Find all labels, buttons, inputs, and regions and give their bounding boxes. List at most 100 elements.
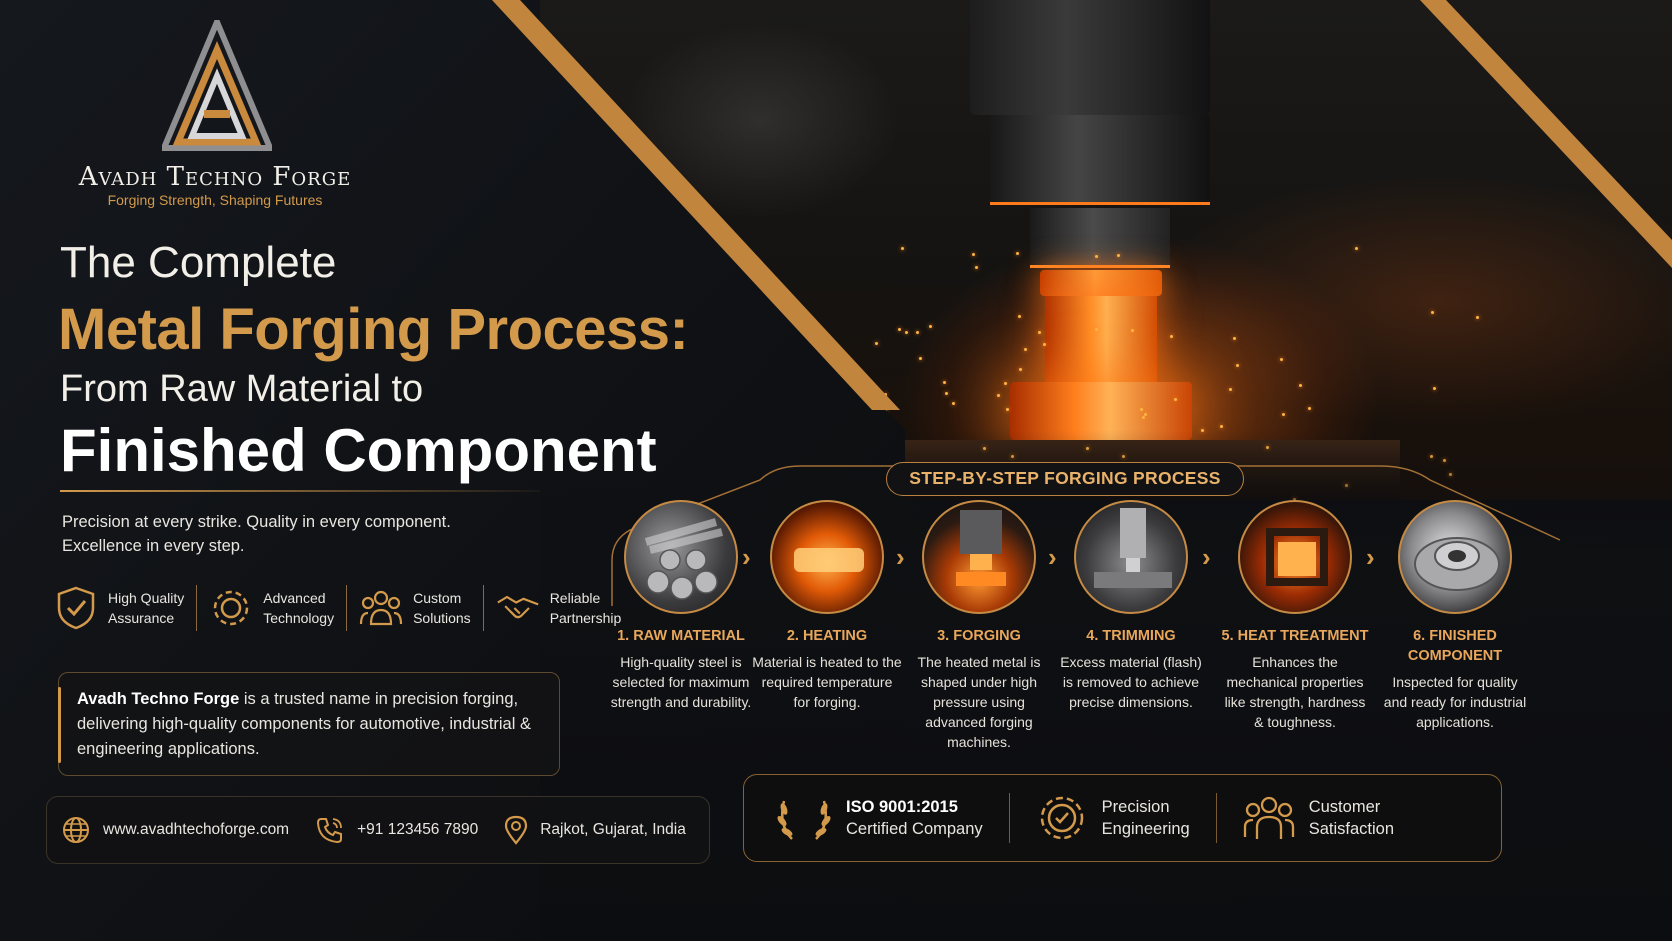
hot-metal-top	[1040, 270, 1162, 296]
spark-dot	[898, 327, 902, 331]
headline-divider	[60, 490, 540, 492]
feature-custom-line-2: Solutions	[413, 610, 471, 626]
chevron-right-icon: ›	[1048, 542, 1057, 572]
headline-line-4: Finished Component	[60, 417, 657, 484]
spark-dot	[741, 422, 745, 426]
spark-dot	[1220, 425, 1224, 429]
step-2-title: 2. HEATING	[786, 628, 868, 644]
contact-website-text: www.avadhtechoforge.com	[103, 821, 290, 838]
brand-tagline: Forging Strength, Shaping Futures	[107, 192, 323, 208]
subtitle: Precision at every strike. Quality in ev…	[62, 510, 542, 558]
spark-dot	[1443, 459, 1447, 463]
shield-check-icon	[54, 586, 98, 630]
feature-partnership-line-2: Partnership	[549, 610, 622, 626]
forge-press-image	[540, 0, 1672, 500]
spark-dot	[918, 356, 922, 360]
contact-phone[interactable]: +91 123456 7890	[315, 815, 478, 845]
step-3-title: 3. FORGING	[937, 628, 1021, 644]
spark-dot	[1449, 473, 1453, 477]
chevron-right-icon: ›	[1202, 542, 1211, 572]
spark-dot	[1430, 310, 1434, 314]
step-6-desc: Inspected for quality and ready for indu…	[1383, 674, 1527, 730]
spark-dot	[1016, 252, 1020, 256]
cert-iso-line-2: Certified Company	[846, 820, 983, 838]
spark-dot	[1355, 246, 1359, 250]
feature-quality-line-2: Assurance	[108, 610, 175, 626]
hot-metal-base	[1010, 382, 1192, 440]
spark-dot	[982, 446, 986, 450]
step-5-desc: Enhances the mechanical properties like …	[1224, 654, 1366, 730]
spark-dot	[1094, 328, 1098, 332]
spark-dot	[1280, 357, 1284, 361]
laurel-icon	[777, 800, 831, 840]
globe-icon	[63, 817, 89, 843]
spark-dot	[1233, 337, 1237, 341]
spark-dot	[905, 330, 909, 334]
team-icon	[359, 586, 403, 630]
team-icon	[1243, 796, 1294, 839]
spark-dot	[832, 386, 836, 390]
contact-location[interactable]: Rajkot, Gujarat, India	[504, 815, 686, 845]
press-ram-middle	[990, 115, 1210, 205]
spark-dot	[1433, 387, 1437, 391]
handshake-icon	[496, 586, 540, 630]
heating-image	[770, 500, 884, 614]
spark-dot	[872, 419, 876, 423]
cert-customer-line-1: Customer	[1308, 798, 1381, 816]
spark-dot	[1344, 483, 1348, 487]
step-raw-material: 1. RAW MATERIAL High-quality steel is se…	[606, 500, 756, 712]
spark-dot	[975, 266, 979, 270]
chevron-right-icon: ›	[896, 542, 905, 572]
spark-dot	[942, 380, 946, 384]
spark-dot	[1170, 335, 1174, 339]
chevron-right-icon: ›	[742, 542, 751, 572]
feature-quality-line-1: High Quality	[108, 590, 185, 606]
spark-dot	[901, 246, 905, 250]
spark-dot	[944, 392, 948, 396]
headline-line-2: Metal Forging Process:	[58, 297, 689, 362]
spark-dot	[1005, 407, 1009, 411]
spark-dot	[1121, 454, 1125, 458]
spark-dot	[1200, 429, 1204, 433]
heat-treatment-image	[1238, 500, 1352, 614]
step-trimming: 4. TRIMMING Excess material (flash) is r…	[1056, 500, 1206, 712]
about-text: is a trusted name in precision forging, …	[77, 690, 531, 758]
subtitle-line-1: Precision at every strike. Quality in ev…	[62, 513, 451, 531]
feature-custom-line-1: Custom	[413, 590, 462, 606]
brand-logo: Avadh Techno Forge Forging Strength, Sha…	[70, 20, 360, 210]
hot-metal-body	[1045, 296, 1157, 382]
spark-dot	[1140, 408, 1144, 412]
spark-dot	[1144, 413, 1148, 417]
contact-phone-text: +91 123456 7890	[357, 821, 479, 838]
step-heating: 2. HEATING Material is heated to the req…	[752, 500, 902, 712]
spark-dot	[1142, 415, 1146, 419]
step-2-desc: Material is heated to the required tempe…	[752, 654, 902, 710]
spark-dot	[1131, 329, 1135, 333]
spark-dot	[1299, 383, 1303, 387]
headline-line-1: The Complete	[60, 238, 337, 287]
contact-bar: www.avadhtechoforge.com +91 123456 7890 …	[46, 796, 710, 864]
process-title: STEP-BY-STEP FORGING PROCESS	[886, 462, 1244, 496]
spark-dot	[874, 341, 878, 345]
subtitle-line-2: Excellence in every step.	[62, 537, 245, 555]
step-3-desc: The heated metal is shaped under high pr…	[917, 654, 1041, 750]
cert-precision-line-1: Precision	[1101, 798, 1170, 816]
feature-partnership-line-1: Reliable	[549, 590, 601, 606]
location-pin-icon	[505, 815, 528, 845]
step-1-desc: High-quality steel is selected for maxim…	[610, 654, 752, 710]
step-finished-component: 6. FINISHED COMPONENT Inspected for qual…	[1380, 500, 1530, 732]
logo-emblem-icon	[162, 20, 272, 151]
contact-website[interactable]: www.avadhtechoforge.com	[61, 815, 289, 845]
cert-precision-line-2: Engineering	[1101, 820, 1190, 838]
headline-line-3: From Raw Material to	[60, 368, 424, 410]
spark-dot	[1038, 330, 1042, 334]
spark-dot	[916, 331, 920, 335]
press-ram-neck	[1030, 208, 1170, 268]
chevron-right-icon: ›	[1366, 542, 1375, 572]
spark-dot	[929, 325, 933, 329]
